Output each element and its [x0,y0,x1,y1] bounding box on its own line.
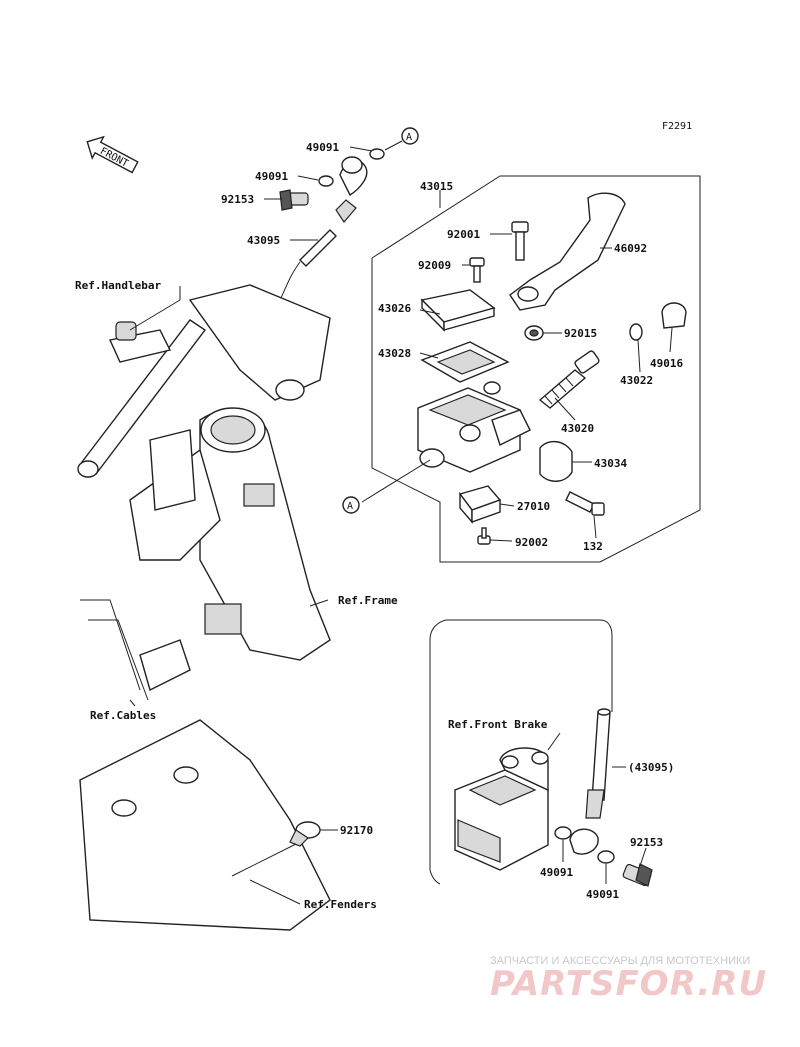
callout-92009: 92009 [418,259,451,272]
screw-92002 [477,527,491,545]
leader-lines [129,140,673,905]
cap-43026 [420,289,496,332]
washer-49091c [554,826,572,840]
cap-49016 [661,302,687,329]
callout-92002: 92002 [515,536,548,549]
brake-hose-bottom [569,708,611,855]
callout-132: 132 [583,540,603,553]
diagram-code: F2291 [662,121,692,132]
washer-49091a [369,148,385,160]
lower-brake-outline [429,619,613,885]
connector-a-top-label: A [406,132,412,143]
callout-92153-top: 92153 [221,193,254,206]
frame-outline [79,407,331,931]
callout-27010: 27010 [517,500,550,513]
assembly-box [371,175,701,563]
nut-92015 [524,325,544,341]
hose-clamp-92170 [289,821,321,847]
ref-front-brake: Ref.Front Brake [448,718,548,731]
ref-handlebar: Ref.Handlebar [75,279,161,292]
connector-a-top: A [401,127,419,145]
callout-43020: 43020 [561,422,594,435]
brake-hose-top [279,156,368,301]
banjo-bolt-92153b [622,863,653,887]
callout-43095: 43095 [247,234,280,247]
connector-a-bottom-label: A [347,501,353,512]
caliper [454,747,549,871]
callout-92001: 92001 [447,228,480,241]
piston-kit-43020 [538,350,600,409]
switch-27010 [458,485,502,524]
master-cylinder-body [417,381,531,473]
ref-frame: Ref.Frame [338,594,398,607]
lever-46092 [509,192,626,311]
holder-43034 [539,441,573,482]
callout-43095-ref: (43095) [628,761,674,774]
clip-43022 [629,323,643,341]
banjo-bolt-92153a [279,189,309,211]
callout-46092: 46092 [614,242,647,255]
callout-49091-second: 49091 [255,170,288,183]
callout-43028: 43028 [378,347,411,360]
ref-fenders: Ref.Fenders [304,898,377,911]
callout-49091-top: 49091 [306,141,339,154]
bolt-132 [565,491,605,516]
callout-92153-bottom: 92153 [630,836,663,849]
callout-43015: 43015 [420,180,453,193]
watermark-brand: PARTSFOR.RU [490,964,767,1004]
watermark-tagline: ЗАПЧАСТИ И АКСЕССУАРЫ ДЛЯ МОТОТЕХНИКИ [490,955,750,967]
callout-43034: 43034 [594,457,627,470]
callout-92015: 92015 [564,327,597,340]
washer-49091d [597,850,615,864]
callout-49091-bottom-left: 49091 [540,866,573,879]
front-arrow-icon: FRONT [86,135,139,174]
screw-92009 [469,257,485,283]
callout-49091-bottom-right: 49091 [586,888,619,901]
washer-49091b [318,175,334,187]
callout-92170: 92170 [340,824,373,837]
bolt-92001 [511,221,529,261]
callout-43026: 43026 [378,302,411,315]
connector-a-bottom: A [342,496,360,514]
callout-43022: 43022 [620,374,653,387]
handlebar-clamp [77,284,331,478]
diaphragm-43028 [420,341,510,383]
callout-49016: 49016 [650,357,683,370]
ref-cables: Ref.Cables [90,709,156,722]
